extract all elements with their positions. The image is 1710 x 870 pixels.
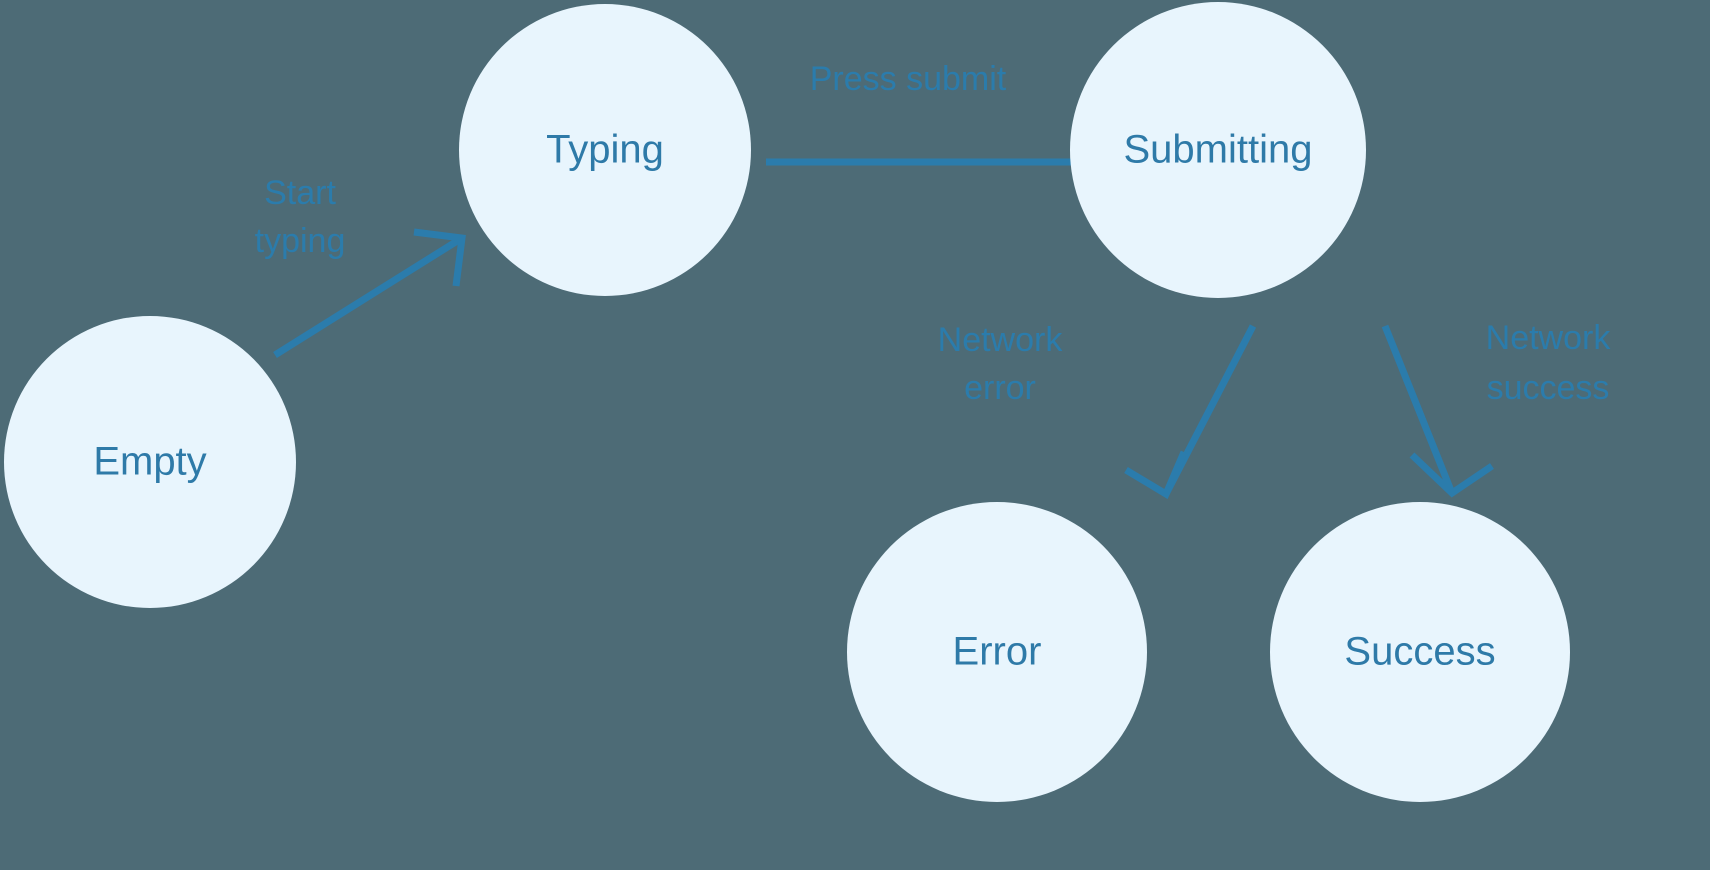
node-error-circle[interactable] [847, 502, 1147, 802]
node-error-label: Error [953, 630, 1042, 674]
edge-label-network-error: Network error [938, 321, 1064, 407]
edge-label-start-typing-line2: typing [255, 222, 346, 260]
edge-label-start-typing: Start typing [255, 174, 346, 260]
node-typing[interactable]: Typing [459, 4, 751, 296]
edge-submitting-to-success-arrowhead [1409, 452, 1494, 498]
node-success[interactable]: Success [1270, 502, 1570, 802]
edge-label-start-typing-line1: Start [264, 174, 336, 212]
edge-label-network-success-line2: success [1487, 369, 1610, 407]
edge-submitting-to-error-arrowhead [1124, 450, 1188, 500]
node-typing-circle[interactable] [459, 4, 751, 296]
node-empty[interactable]: Empty [4, 316, 296, 608]
edge-submitting-to-success [1381, 324, 1494, 498]
node-empty-circle[interactable] [4, 316, 296, 608]
node-submitting-circle[interactable] [1070, 2, 1366, 298]
edge-empty-to-typing-line [273, 235, 464, 358]
edge-label-press-submit-line1: Press submit [810, 60, 1007, 98]
edge-label-network-success-line1: Network [1486, 319, 1612, 357]
node-error[interactable]: Error [847, 502, 1147, 802]
edge-submitting-to-success-line [1381, 324, 1456, 495]
edge-label-press-submit: Press submit [810, 60, 1007, 98]
node-typing-label: Typing [546, 128, 664, 172]
edge-label-network-error-line2: error [964, 369, 1036, 407]
node-submitting[interactable]: Submitting [1070, 2, 1366, 298]
edge-label-network-success: Network success [1486, 319, 1612, 407]
node-empty-label: Empty [93, 440, 206, 484]
edge-label-network-error-line1: Network [938, 321, 1064, 359]
edge-empty-to-typing [273, 228, 466, 358]
edge-empty-to-typing-arrowhead [413, 228, 466, 287]
node-submitting-label: Submitting [1124, 128, 1313, 172]
node-success-label: Success [1344, 630, 1495, 674]
node-success-circle[interactable] [1270, 502, 1570, 802]
edge-submitting-to-error [1124, 324, 1257, 500]
